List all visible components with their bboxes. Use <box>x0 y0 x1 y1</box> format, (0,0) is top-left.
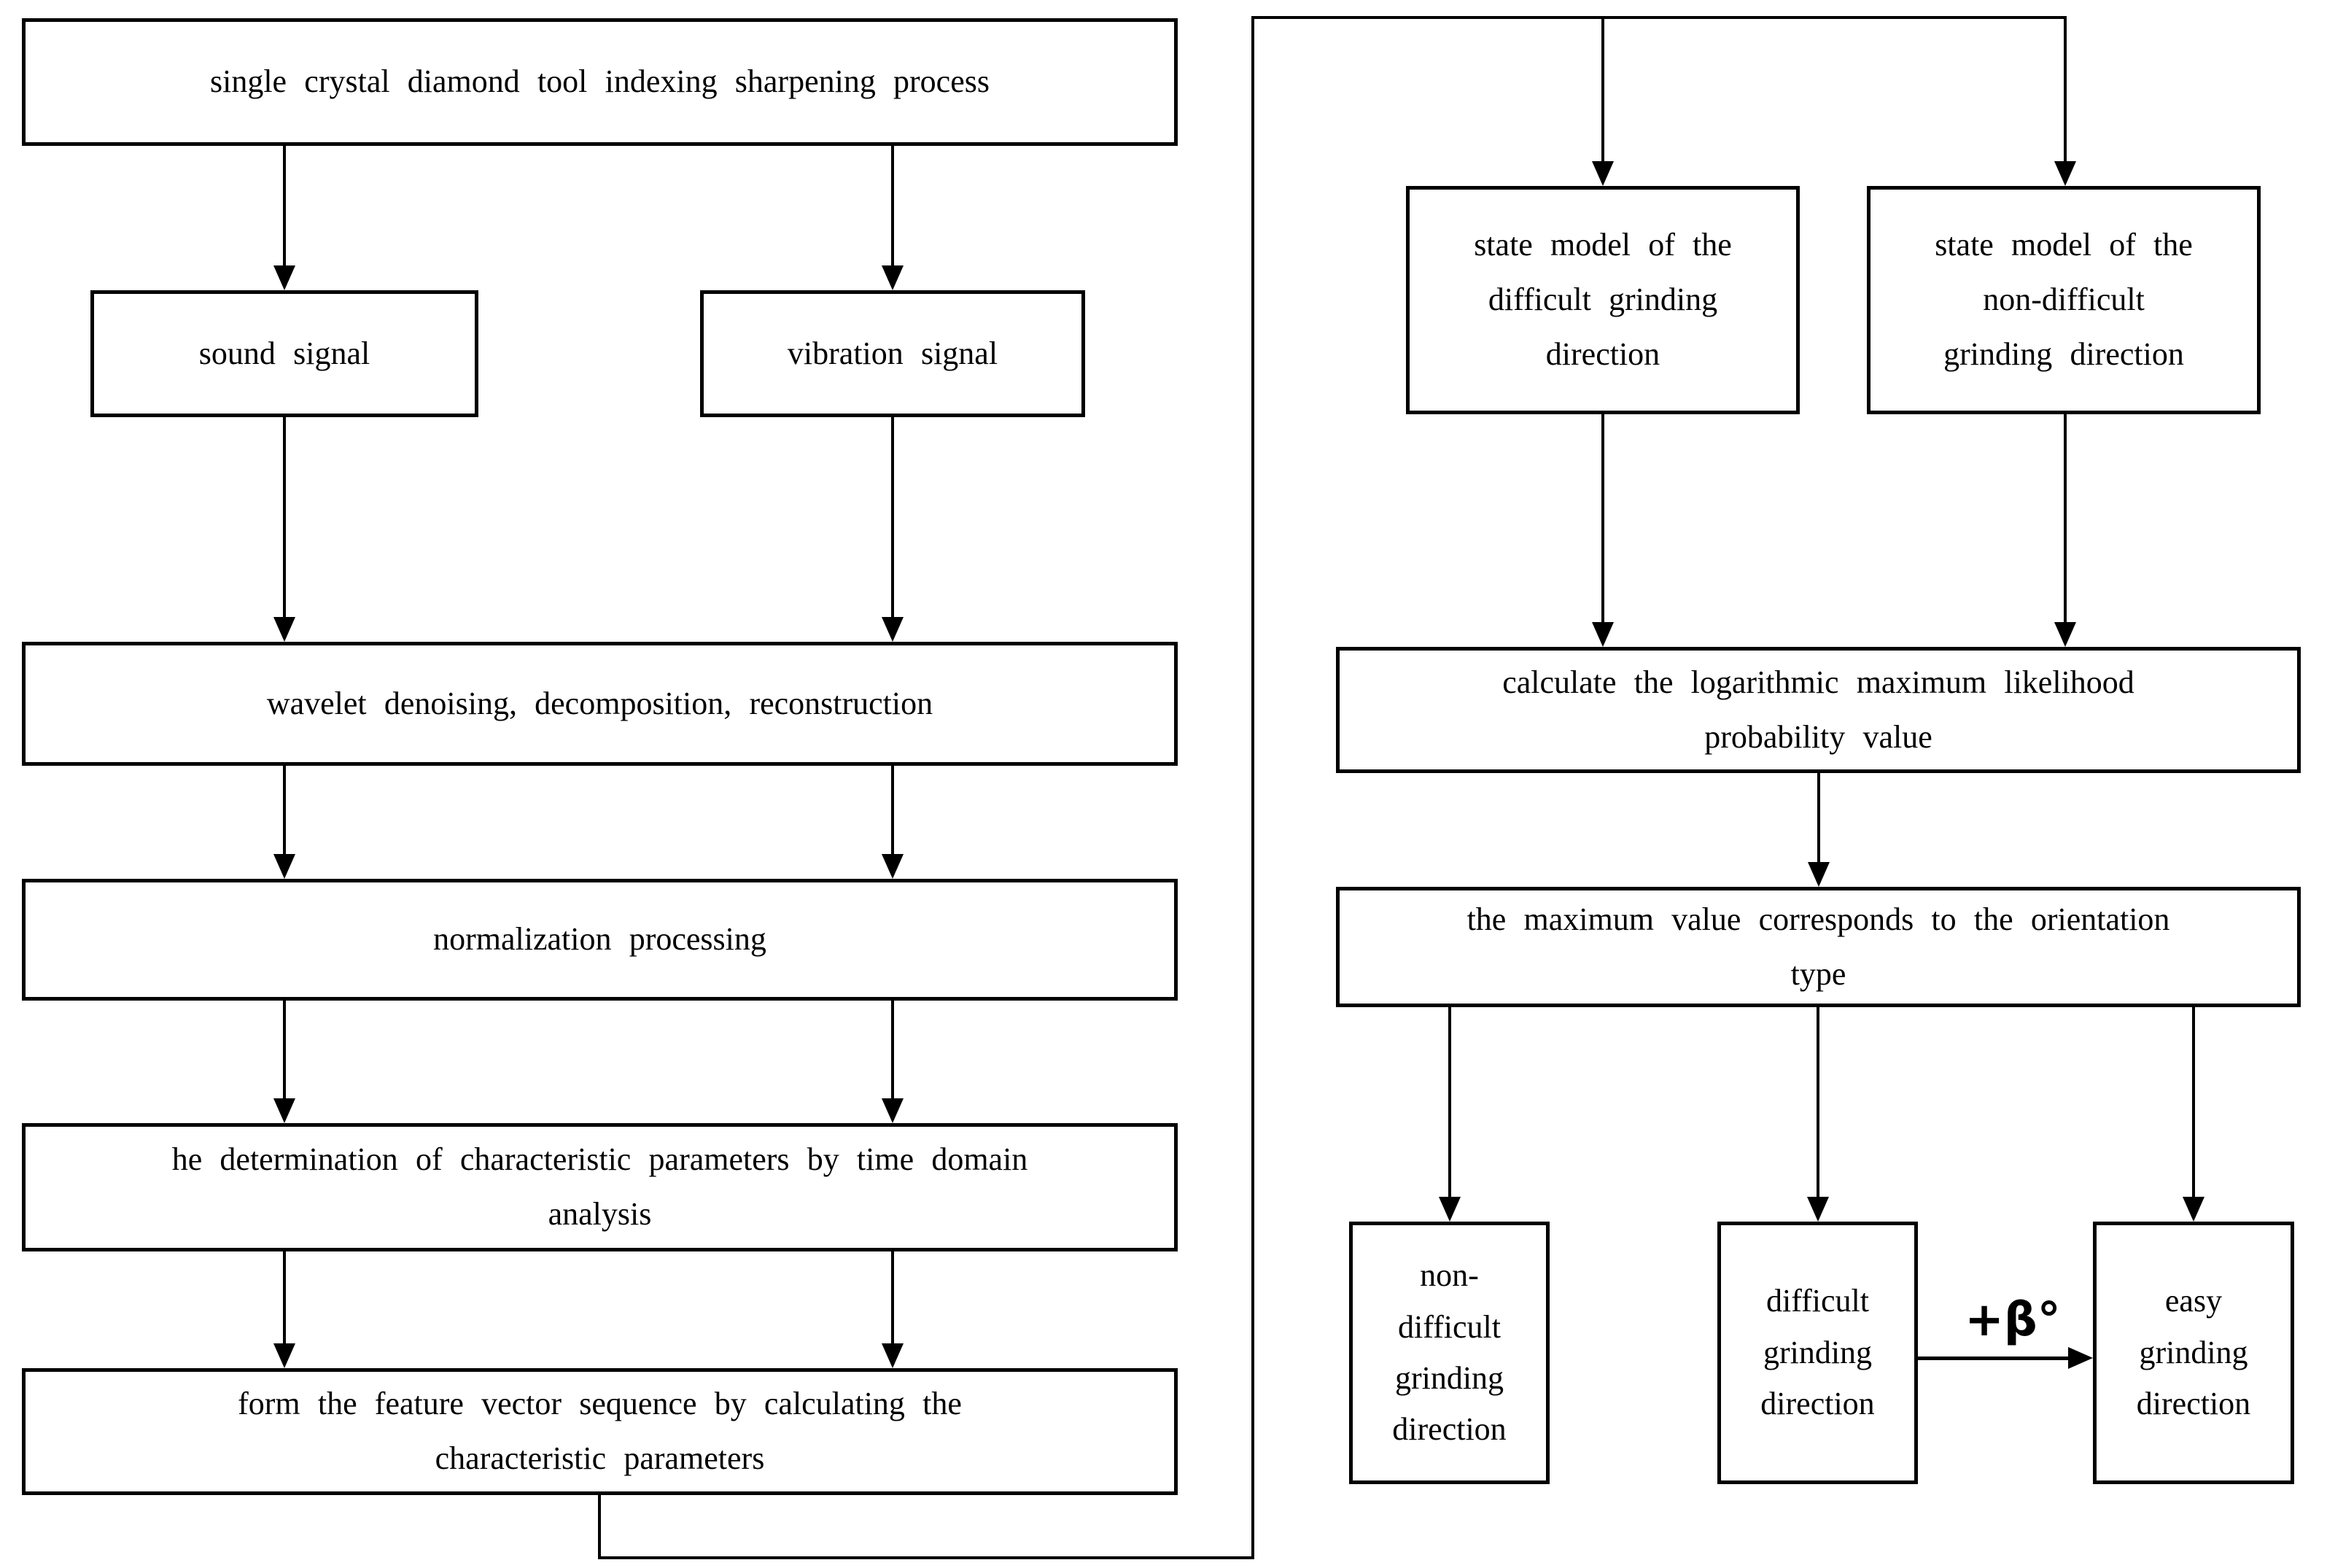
node-vibration-signal: vibration signal <box>700 290 1085 417</box>
arrow-timedomain-to-featurevector-left-head-icon <box>273 1343 295 1368</box>
arrow-maxvalue-to-easy-line <box>2192 1007 2195 1197</box>
node-difficult-direction-label: difficult grinding direction <box>1760 1283 1875 1422</box>
node-wavelet-denoising-label: wavelet denoising, decomposition, recons… <box>266 685 933 721</box>
arrow-process-to-sound-head-icon <box>273 265 295 290</box>
node-likelihood: calculate the logarithmic maximum likeli… <box>1336 647 2301 773</box>
node-state-model-non-difficult-label: state model of the non-difficult grindin… <box>1935 227 2193 372</box>
connector-riser-line <box>1251 16 1254 1559</box>
node-easy-direction: easy grinding direction <box>2093 1222 2294 1484</box>
arrow-maxvalue-to-difficult-line <box>1817 1007 1819 1197</box>
arrow-maxvalue-to-nondifficult-line <box>1448 1007 1451 1197</box>
node-normalization-label: normalization processing <box>433 921 766 958</box>
arrow-sound-to-wavelet-head-icon <box>273 617 295 642</box>
node-non-difficult-direction-label: non- difficult grinding direction <box>1392 1257 1507 1448</box>
arrow-state-difficult-to-likelihood-line <box>1601 414 1604 622</box>
node-state-model-difficult: state model of the difficult grinding di… <box>1406 186 1800 414</box>
node-sound-signal: sound signal <box>90 290 478 417</box>
arrow-normalization-to-timedomain-right-line <box>891 1001 894 1098</box>
node-vibration-signal-label: vibration signal <box>787 335 998 371</box>
arrow-top-to-state-difficult-line <box>1601 19 1604 161</box>
arrow-timedomain-to-featurevector-right-head-icon <box>882 1343 904 1368</box>
arrow-maxvalue-to-difficult-head-icon <box>1807 1197 1829 1222</box>
arrow-wavelet-to-normalization-left-head-icon <box>273 854 295 879</box>
arrow-difficult-to-easy-line <box>1918 1357 2068 1360</box>
node-state-model-non-difficult: state model of the non-difficult grindin… <box>1867 186 2261 414</box>
node-wavelet-denoising: wavelet denoising, decomposition, recons… <box>22 642 1178 766</box>
arrow-top-to-state-difficult-head-icon <box>1592 161 1614 186</box>
arrow-process-to-sound-line <box>283 146 286 267</box>
arrow-state-difficult-to-likelihood-head-icon <box>1592 622 1614 647</box>
arrow-top-to-state-non-difficult-line <box>2064 19 2067 161</box>
arrow-normalization-to-timedomain-left-line <box>283 1001 286 1098</box>
arrow-wavelet-to-normalization-right-head-icon <box>882 854 904 879</box>
arrow-sound-to-wavelet-line <box>283 417 286 617</box>
arrow-likelihood-to-maxvalue-line <box>1817 773 1820 862</box>
arrow-state-non-difficult-to-likelihood-head-icon <box>2054 622 2076 647</box>
arrow-normalization-to-timedomain-left-head-icon <box>273 1098 295 1123</box>
arrow-maxvalue-to-easy-head-icon <box>2183 1197 2204 1222</box>
arrow-process-to-vibration-line <box>891 146 894 267</box>
node-time-domain-analysis-label: he determination of characteristic param… <box>171 1141 1028 1232</box>
connector-top-line <box>1251 16 2067 19</box>
arrow-wavelet-to-normalization-right-line <box>891 766 894 854</box>
node-sharpening-process-label: single crystal diamond tool indexing sha… <box>209 63 990 100</box>
node-non-difficult-direction: non- difficult grinding direction <box>1349 1222 1550 1484</box>
arrow-wavelet-to-normalization-left-line <box>283 766 286 854</box>
node-difficult-direction: difficult grinding direction <box>1717 1222 1918 1484</box>
connector-bottom-line <box>598 1556 1254 1559</box>
arrow-state-non-difficult-to-likelihood-line <box>2064 414 2067 622</box>
arrow-likelihood-to-maxvalue-head-icon <box>1808 862 1830 887</box>
connector-featurevector-drop-line <box>598 1495 601 1559</box>
arrow-maxvalue-to-nondifficult-head-icon <box>1439 1197 1461 1222</box>
node-feature-vector: form the feature vector sequence by calc… <box>22 1368 1178 1495</box>
node-sound-signal-label: sound signal <box>198 335 370 371</box>
node-feature-vector-label: form the feature vector sequence by calc… <box>238 1386 962 1476</box>
node-normalization: normalization processing <box>22 879 1178 1001</box>
node-max-value-label: the maximum value corresponds to the ori… <box>1466 901 2170 992</box>
node-max-value: the maximum value corresponds to the ori… <box>1336 887 2301 1007</box>
arrow-process-to-vibration-head-icon <box>882 265 904 290</box>
arrow-top-to-state-non-difficult-head-icon <box>2054 161 2076 186</box>
node-state-model-difficult-label: state model of the difficult grinding di… <box>1474 227 1732 372</box>
arrow-timedomain-to-featurevector-left-line <box>283 1251 286 1343</box>
node-likelihood-label: calculate the logarithmic maximum likeli… <box>1502 664 2134 755</box>
node-sharpening-process: single crystal diamond tool indexing sha… <box>22 18 1178 146</box>
node-easy-direction-label: easy grinding direction <box>2136 1283 2251 1422</box>
arrow-timedomain-to-featurevector-right-line <box>891 1251 894 1343</box>
arrow-difficult-to-easy-head-icon <box>2068 1347 2093 1369</box>
arrow-vibration-to-wavelet-line <box>891 417 894 617</box>
beta-rotation-label: +β° <box>1965 1293 2061 1347</box>
arrow-normalization-to-timedomain-right-head-icon <box>882 1098 904 1123</box>
arrow-vibration-to-wavelet-head-icon <box>882 617 904 642</box>
node-time-domain-analysis: he determination of characteristic param… <box>22 1123 1178 1251</box>
